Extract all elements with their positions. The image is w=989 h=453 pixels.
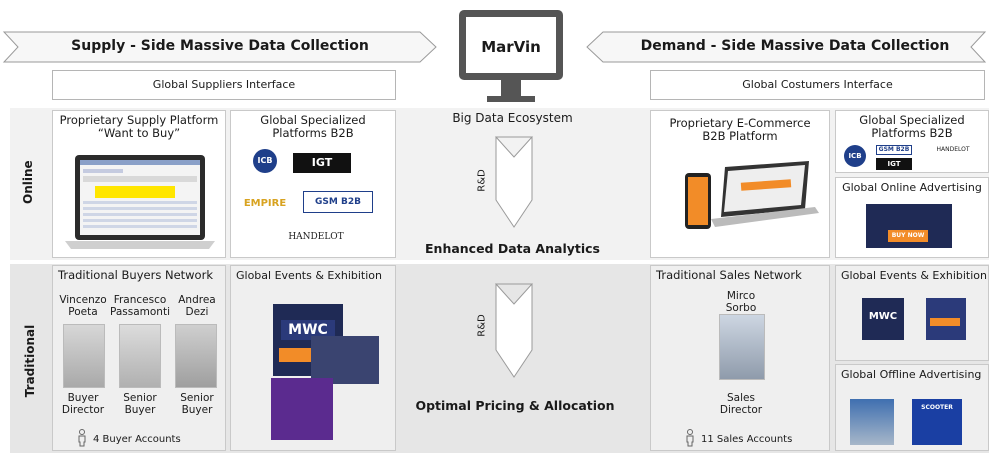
monitor-icon xyxy=(459,10,563,102)
buyer-name-2: Francesco Passamonti xyxy=(109,294,170,318)
mwc-poster-2 xyxy=(271,378,333,440)
laptop-icon xyxy=(65,155,215,249)
online-row-label: Online xyxy=(21,160,35,204)
b2b-right-card: Global Specialized Platforms B2B ICB GSM… xyxy=(835,110,989,173)
online-advertising-title: Global Online Advertising xyxy=(842,181,982,194)
event-photo xyxy=(311,336,379,384)
advertising-banner: BUY NOW xyxy=(866,204,952,248)
down-chevron-arrow-top xyxy=(494,136,534,228)
supply-title: Supply - Side Massive Data Collection xyxy=(71,38,369,54)
sales-network-title: Traditional Sales Network xyxy=(656,268,802,282)
ecommerce-title: Proprietary E-Commerce B2B Platform xyxy=(669,116,811,143)
buyer-role-3: Senior Buyer xyxy=(180,392,214,416)
events-left-title: Global Events & Exhibition xyxy=(236,269,382,282)
gsm-b2b-logo-right: GSM B2B xyxy=(876,145,912,155)
b2b-left-card: Global Specialized Platforms B2B ICB IGT… xyxy=(230,110,396,258)
icb-logo: ICB xyxy=(253,149,277,173)
buyer-name-3: Andrea Dezi xyxy=(178,294,216,318)
offline-advertising-title: Global Offline Advertising xyxy=(841,368,982,381)
down-chevron-arrow-bottom xyxy=(494,283,534,378)
traditional-row-label: Traditional xyxy=(23,324,37,398)
mwc-poster-right-2 xyxy=(926,298,966,340)
mwc-poster-right-1: MWC xyxy=(862,298,904,340)
ecommerce-card: Proprietary E-Commerce B2B Platform xyxy=(650,110,830,258)
b2b-left-title: Global Specialized Platforms B2B xyxy=(260,113,366,140)
big-data-label: Big Data Ecosystem xyxy=(452,111,573,125)
buyer-name-1: Vincenzo Poeta xyxy=(59,294,107,318)
optimal-pricing-label: Optimal Pricing & Allocation xyxy=(415,398,615,413)
mwc-logo-left: MWC xyxy=(281,320,335,340)
gsm-b2b-logo: GSM B2B xyxy=(303,191,373,213)
sales-person-name: Mirco Sorbo xyxy=(725,290,757,314)
billboard-photo xyxy=(850,399,894,445)
events-right-card: Global Events & Exhibition MWC xyxy=(835,265,989,361)
scooter-label: SCOOTER xyxy=(921,404,953,411)
sales-person-photo xyxy=(719,314,765,380)
marvin-title: MarVin xyxy=(481,38,541,56)
buyer-photo-1 xyxy=(63,324,105,388)
sales-person-role: Sales Director xyxy=(719,392,763,416)
person-icon xyxy=(78,429,86,447)
handelot-logo-right: HANDELOT xyxy=(936,146,970,153)
enhanced-analytics-label: Enhanced Data Analytics xyxy=(425,241,600,256)
supply-header-arrow xyxy=(2,31,437,63)
empire-logo: EMPIRE xyxy=(243,198,287,209)
buyer-photo-2 xyxy=(119,324,161,388)
icb-logo-right: ICB xyxy=(844,145,866,167)
scooter-poster: SCOOTER xyxy=(912,399,962,445)
handelot-logo: HANDELOT xyxy=(288,232,344,242)
buyer-role-2: Senior Buyer xyxy=(123,392,157,416)
demand-header-arrow xyxy=(586,31,987,63)
events-right-title: Global Events & Exhibition xyxy=(841,269,987,282)
events-left-card: Global Events & Exhibition MWC xyxy=(230,265,396,451)
igt-logo: IGT xyxy=(293,153,351,173)
buyer-accounts: 4 Buyer Accounts xyxy=(93,434,181,445)
rnd-label-bottom: R&D xyxy=(476,314,488,337)
supply-platform-card: Proprietary Supply Platform “Want to Buy… xyxy=(52,110,226,258)
customers-interface: Global Costumers Interface xyxy=(650,70,985,100)
buyer-photo-3 xyxy=(175,324,217,388)
buyer-role-1: Buyer Director xyxy=(61,392,105,416)
poster-accent xyxy=(930,318,960,326)
rnd-label-top: R&D xyxy=(476,169,488,192)
demand-title: Demand - Side Massive Data Collection xyxy=(640,38,950,54)
buyers-network-title: Traditional Buyers Network xyxy=(58,268,213,282)
mwc-accent xyxy=(279,348,313,362)
supply-platform-title: Proprietary Supply Platform “Want to Buy… xyxy=(59,113,219,140)
suppliers-interface: Global Suppliers Interface xyxy=(52,70,396,100)
b2b-right-title: Global Specialized Platforms B2B xyxy=(859,113,965,140)
sales-accounts: 11 Sales Accounts xyxy=(701,434,793,445)
sales-network-card: Traditional Sales Network Mirco Sorbo Sa… xyxy=(650,265,830,451)
offline-advertising-card: Global Offline Advertising SCOOTER xyxy=(835,364,989,451)
person-icon-sales xyxy=(686,429,694,447)
online-advertising-card: Global Online Advertising BUY NOW xyxy=(835,177,989,258)
igt-logo-right: IGT xyxy=(876,158,912,170)
buy-now-button: BUY NOW xyxy=(888,230,928,242)
mwc-logo-right: MWC xyxy=(868,311,898,322)
ecommerce-devices-image xyxy=(685,161,819,229)
buyers-network-card: Traditional Buyers Network Vincenzo Poet… xyxy=(52,265,226,451)
